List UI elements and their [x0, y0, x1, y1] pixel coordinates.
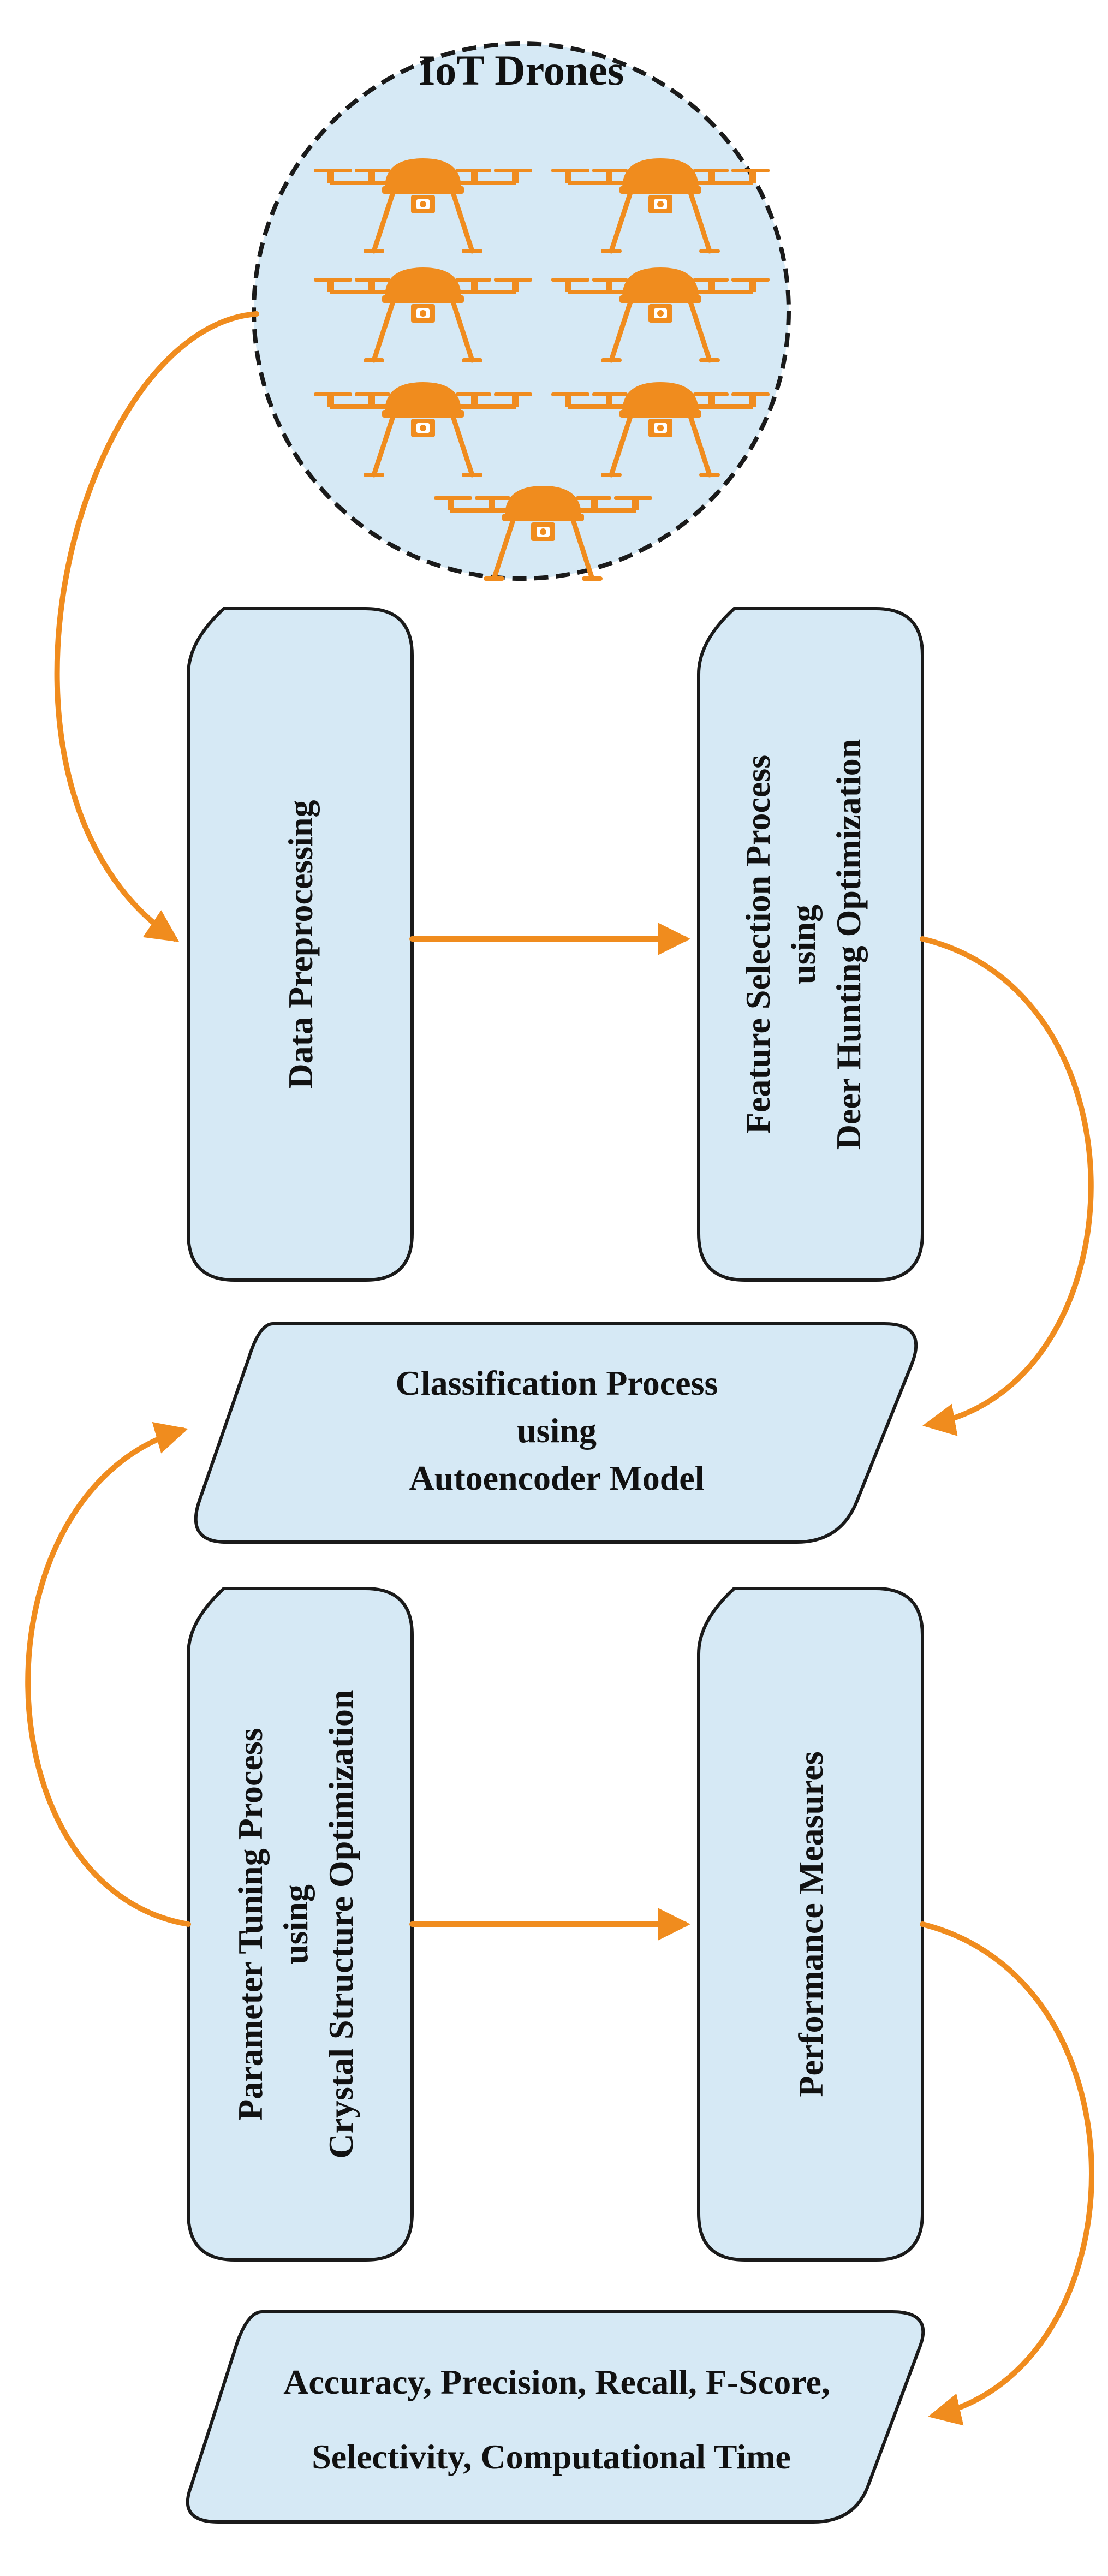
connectors [25, 311, 1094, 2426]
metrics-line2: Selectivity, Computational Time [312, 2437, 791, 2476]
parameter-tuning-node: Parameter Tuning Process using Crystal S… [187, 1587, 414, 2262]
feature-selection-line3: Deer Hunting Optimization [829, 739, 868, 1150]
data-preprocessing-label: Data Preprocessing [281, 800, 320, 1088]
parameter-tuning-line2: using [276, 1884, 315, 1964]
performance-measures-node: Performance Measures [697, 1587, 924, 2262]
arrow-parameter-tuning-to-classification [25, 1421, 191, 1927]
performance-measures-box [697, 1587, 924, 2262]
feature-selection-box [697, 607, 924, 1282]
metrics-box [186, 2310, 925, 2524]
iot-drones-title: IoT Drones [419, 46, 624, 94]
arrow-feature-selection-to-classification [920, 936, 1094, 1436]
classification-box [194, 1322, 918, 1544]
feature-selection-node: Feature Selection Process using Deer Hun… [697, 607, 924, 1282]
feature-selection-line1: Feature Selection Process [738, 755, 777, 1134]
parameter-tuning-box [187, 1587, 414, 2262]
iot-drones-node: IoT Drones [252, 41, 791, 579]
data-preprocessing-box [187, 607, 414, 1282]
metrics-line1: Accuracy, Precision, Recall, F-Score, [283, 2363, 830, 2401]
performance-measures-label: Performance Measures [791, 1751, 830, 2097]
data-preprocessing-node: Data Preprocessing [187, 607, 414, 1282]
classification-line2: using [517, 1411, 597, 1450]
arrow-drones-to-preprocessing [54, 311, 259, 942]
classification-line1: Classification Process [396, 1364, 718, 1402]
parameter-tuning-line3: Crystal Structure Optimization [321, 1689, 360, 2158]
metrics-node: Accuracy, Precision, Recall, F-Score, Se… [186, 2310, 925, 2524]
classification-line3: Autoencoder Model [409, 1459, 705, 1497]
arrow-performance-to-metrics [920, 1921, 1094, 2426]
feature-selection-line2: using [784, 905, 823, 984]
classification-node: Classification Process using Autoencoder… [194, 1322, 918, 1544]
parameter-tuning-line1: Parameter Tuning Process [231, 1728, 270, 2120]
